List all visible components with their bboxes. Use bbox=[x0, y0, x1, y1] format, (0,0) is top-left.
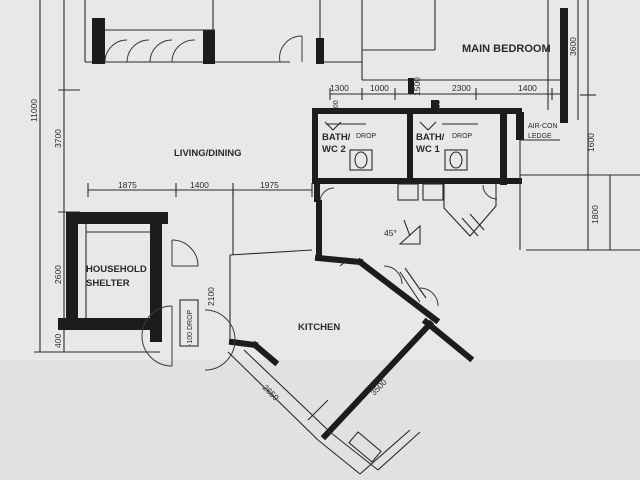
paper-shadow bbox=[0, 360, 640, 480]
living-dining-lines bbox=[87, 183, 313, 255]
living-dining-label: LIVING/DINING bbox=[174, 148, 242, 159]
bath-wc2-label-1: BATH/ bbox=[322, 132, 351, 143]
aircon-label-2: LEDGE bbox=[528, 133, 552, 140]
drop-label-wc2: DROP bbox=[356, 133, 377, 140]
dim-1400-top: 1400 bbox=[518, 83, 537, 93]
dim-100-right: 100 bbox=[435, 100, 442, 112]
bath-top-dimension-lines bbox=[329, 88, 560, 100]
dim-2300: 2300 bbox=[452, 83, 471, 93]
angle-symbol bbox=[398, 219, 421, 245]
bath-wc1-label-2: WC 1 bbox=[416, 144, 440, 155]
dim-1800: 1800 bbox=[590, 205, 600, 224]
left-dimension-lines bbox=[34, 0, 160, 353]
household-shelter-walls bbox=[58, 212, 199, 342]
dim-1600: 1600 bbox=[586, 133, 596, 152]
bath-wc1-label-1: BATH/ bbox=[416, 132, 445, 143]
dim-3600: 3600 bbox=[568, 37, 578, 56]
top-walls bbox=[84, 0, 436, 80]
dim-left-total: 11000 bbox=[29, 99, 39, 122]
dim-left-bottom: 400 bbox=[53, 334, 63, 348]
dim-2100: 2100 bbox=[206, 287, 216, 306]
dim-1975: 1975 bbox=[260, 180, 279, 190]
dim-left-lower: 2600 bbox=[53, 265, 63, 284]
kitchen-door-arcs bbox=[141, 265, 439, 371]
aircon-label-1: AIR-CON bbox=[528, 123, 558, 130]
dim-1875: 1875 bbox=[118, 180, 137, 190]
bath-wc2-label-2: WC 2 bbox=[322, 144, 346, 155]
household-shelter-label-2: SHELTER bbox=[86, 278, 130, 289]
dim-1000: 1000 bbox=[370, 83, 389, 93]
dim-1300: 1300 bbox=[330, 83, 349, 93]
dim-100-left: 100 bbox=[333, 100, 340, 112]
right-dimension-lines bbox=[519, 0, 640, 251]
kitchen-drop-label: -100 DROP bbox=[187, 309, 194, 346]
household-shelter-label-1: HOUSEHOLD bbox=[86, 264, 147, 275]
dim-left-upper: 3700 bbox=[53, 129, 63, 148]
main-bedroom-label: MAIN BEDROOM bbox=[462, 43, 551, 55]
top-window-arcs bbox=[104, 35, 303, 63]
dim-1400-mid: 1400 bbox=[190, 180, 209, 190]
drop-label-wc1: DROP bbox=[452, 133, 473, 140]
bedroom-walls bbox=[362, 0, 579, 123]
kitchen-label: KITCHEN bbox=[298, 322, 340, 333]
angle-label: 45° bbox=[384, 228, 397, 238]
kitchen-walls bbox=[227, 200, 475, 475]
dim-1500: 1500 bbox=[412, 77, 422, 96]
